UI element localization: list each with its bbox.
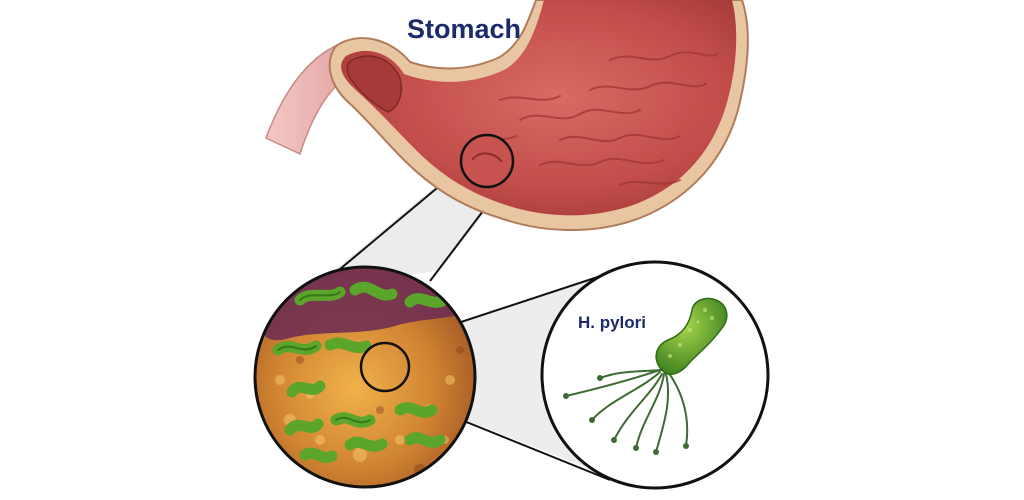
bacterium-closeup (540, 260, 770, 490)
magnifier-circle-small (459, 133, 515, 189)
stomach-label: Stomach (407, 14, 522, 44)
stomach-rugae (469, 51, 719, 186)
h-pylori-label: H. pylori (578, 313, 647, 332)
h-pylori-bacterium (655, 297, 728, 376)
stomach-pylorus-pouch (346, 55, 402, 113)
magnifier-circle-tissue (359, 341, 411, 393)
tissue-closeup (253, 265, 477, 489)
